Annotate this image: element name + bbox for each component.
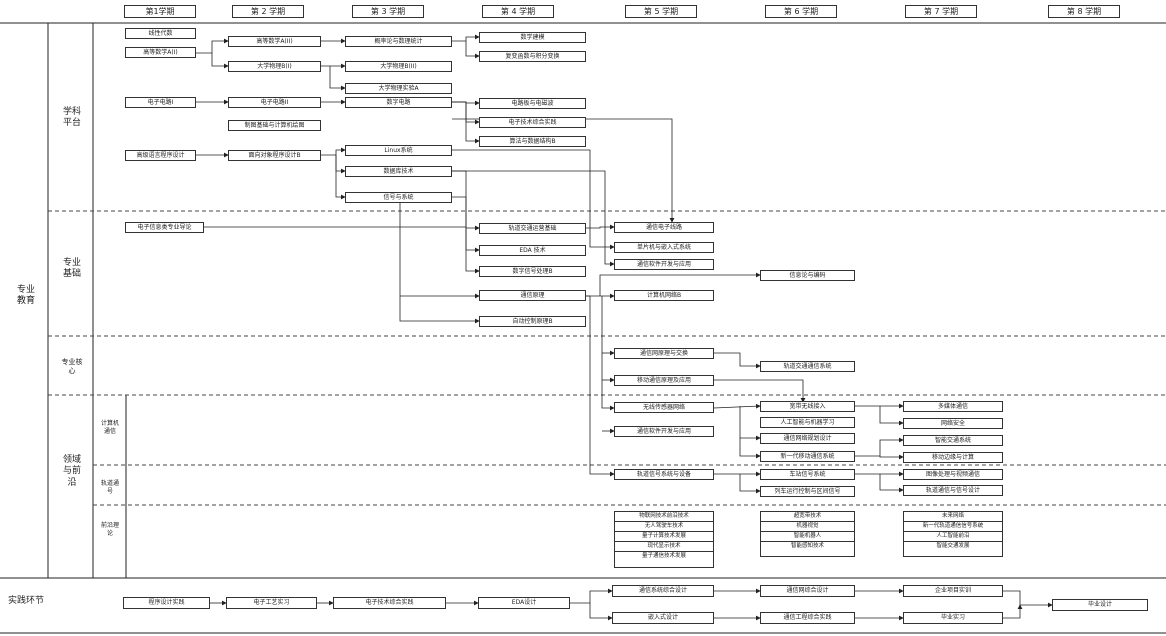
section-practice: 实践环节 — [7, 596, 44, 606]
course-box: 高等数学A(II) — [228, 36, 321, 47]
course-box: 电路板与电磁波 — [479, 98, 586, 109]
practice-box: 电子工艺实习 — [226, 597, 317, 609]
subsection-frontier: 前沿理 论 — [100, 522, 119, 537]
course-box: 轨道信号系统与设备 — [614, 469, 714, 480]
course-item: 现代显示技术 — [615, 542, 713, 552]
course-box: 宽带无线接入 — [760, 401, 855, 412]
course-box: 大学物理B(II) — [345, 61, 452, 72]
section-field-frontier: 领域 与前 沿 — [62, 455, 81, 488]
semester-7-header: 第 7 学期 — [905, 5, 977, 18]
course-item: 无人驾驶车技术 — [615, 522, 713, 532]
practice-box: 企业项目实训 — [903, 585, 1003, 597]
course-box: 轨道交通通信系统 — [760, 361, 855, 372]
course-box: 移动通信原理及应用 — [614, 375, 714, 386]
course-box: 高级语言程序设计 — [125, 150, 196, 161]
course-box: 计算机网络B — [614, 290, 714, 301]
course-box: 多媒体通信 — [903, 401, 1003, 412]
practice-box: 毕业实习 — [903, 612, 1003, 624]
course-item: 量子通信技术发展 — [641, 553, 686, 559]
course-box: 数字电路 — [345, 97, 452, 108]
course-box: 通信软件开发与应用 — [614, 259, 714, 270]
course-box: Linux系统 — [345, 145, 452, 156]
section-discipline-platform: 学科 平台 — [62, 107, 81, 129]
semester-4-header: 第 4 学期 — [482, 5, 554, 18]
course-box: 通信网络规划设计 — [760, 433, 855, 444]
course-item: 物联网技术前沿技术 — [615, 512, 713, 522]
course-box: 移动边缘与计算 — [903, 452, 1003, 463]
course-box: 轨道交通运营基础 — [479, 223, 586, 234]
course-item: 人工智能前沿 — [904, 532, 1002, 542]
subsection-computer-comm: 计算机 通信 — [100, 420, 119, 435]
course-box: 单片机与嵌入式系统 — [614, 242, 714, 253]
course-box: 算法与数据结构B — [479, 136, 586, 147]
course-box: EDA 技术 — [479, 245, 586, 256]
section-professional-core: 专业核 心 — [61, 358, 83, 375]
course-box: 网络安全 — [903, 418, 1003, 429]
course-box: 通信电子线路 — [614, 222, 714, 233]
semester-8-header: 第 8 学期 — [1048, 5, 1120, 18]
course-box: 列车运行控制与区间信号 — [760, 486, 855, 497]
course-box: 智能交通系统 — [903, 435, 1003, 446]
course-box: 电子信息类专业导论 — [125, 222, 204, 233]
course-box: 数学建模 — [479, 32, 586, 43]
course-box: 大学物理B(I) — [228, 61, 321, 72]
course-box: 通信软件开发与应用 — [614, 426, 714, 437]
course-box: 复变函数与积分变换 — [479, 51, 586, 62]
subsection-rail: 轨道通 号 — [100, 480, 119, 495]
practice-box: EDA设计 — [478, 597, 570, 609]
course-box: 人工智能与机器学习 — [760, 417, 855, 428]
practice-box: 毕业设计 — [1052, 599, 1148, 611]
course-item: 机器视觉 — [761, 522, 854, 532]
course-box: 线性代数 — [125, 28, 196, 39]
semester-1-header: 第1学期 — [124, 5, 196, 18]
course-box: 通信原理 — [479, 290, 586, 301]
frontier-course-stack-sem6: 超宽带技术 机器视觉 智能机器人 智能感知技术 — [760, 511, 855, 557]
course-box: 概率论与数理统计 — [345, 36, 452, 47]
practice-box: 程序设计实践 — [123, 597, 210, 609]
course-box: 新一代移动通信系统 — [760, 451, 855, 462]
semester-3-header: 第 3 学期 — [352, 5, 424, 18]
course-box: 自动控制原理B — [479, 316, 586, 327]
semester-2-header: 第 2 学期 — [232, 5, 304, 18]
course-item: 智能机器人 — [761, 532, 854, 542]
course-box: 信号与系统 — [345, 192, 452, 203]
practice-box: 嵌入式设计 — [612, 612, 714, 624]
course-item: 超宽带技术 — [761, 512, 854, 522]
semester-5-header: 第 5 学期 — [625, 5, 697, 18]
course-box: 大学物理实验A — [345, 83, 452, 94]
course-box: 车站信号系统 — [760, 469, 855, 480]
course-item: 智能感知技术 — [790, 543, 824, 549]
practice-box: 通信工程综合实践 — [760, 612, 855, 624]
section-major-education: 专业 教育 — [16, 285, 35, 307]
course-box: 无线传感器网络 — [614, 402, 714, 413]
course-box: 信息论与编码 — [760, 270, 855, 281]
course-box: 图像处理与视频通信 — [903, 469, 1003, 480]
course-box: 高等数学A(I) — [125, 47, 196, 58]
course-item: 未来网络 — [904, 512, 1002, 522]
course-box: 数据库技术 — [345, 166, 452, 177]
course-item: 智能交通发展 — [936, 543, 970, 549]
course-box: 数字信号处理B — [479, 266, 586, 277]
course-box: 电子电路II — [228, 97, 321, 108]
course-box: 电子电路I — [125, 97, 196, 108]
course-box: 通信网原理与交换 — [614, 348, 714, 359]
practice-box: 通信网综合设计 — [760, 585, 855, 597]
practice-box: 电子技术综合实践 — [333, 597, 446, 609]
course-box: 制图基础与计算机绘图 — [228, 120, 321, 131]
section-professional-foundation: 专业 基础 — [62, 258, 81, 280]
course-item: 新一代轨道通信信号系统 — [904, 522, 1002, 532]
practice-box: 通信系统综合设计 — [612, 585, 714, 597]
course-item: 量子计算技术发展 — [615, 532, 713, 542]
course-box: 轨道通信与信号设计 — [903, 485, 1003, 496]
semester-6-header: 第 6 学期 — [765, 5, 837, 18]
frontier-course-stack-sem5: 物联网技术前沿技术 无人驾驶车技术 量子计算技术发展 现代显示技术 量子通信技术… — [614, 511, 714, 568]
course-box: 面向对象程序设计B — [228, 150, 321, 161]
course-box: 电子技术综合实践 — [479, 117, 586, 128]
frontier-course-stack-sem7: 未来网络 新一代轨道通信信号系统 人工智能前沿 智能交通发展 — [903, 511, 1003, 557]
